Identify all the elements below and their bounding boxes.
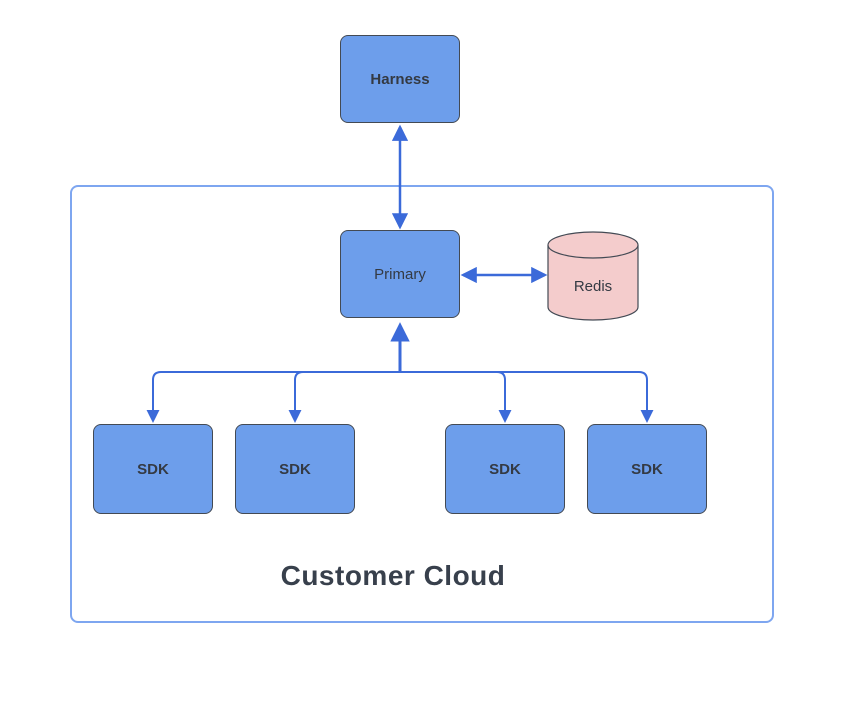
sdk-node-4: SDK (587, 424, 707, 514)
sdk-node-4-label: SDK (631, 460, 663, 478)
redis-cylinder-body (547, 245, 639, 321)
sdk-node-1-label: SDK (137, 460, 169, 478)
redis-node-label: Redis (574, 278, 612, 295)
primary-node: Primary (340, 230, 460, 318)
sdk-node-1: SDK (93, 424, 213, 514)
redis-node: Redis (547, 231, 639, 321)
primary-node-label: Primary (374, 265, 426, 283)
sdk-node-2: SDK (235, 424, 355, 514)
redis-cylinder-icon: Redis (547, 231, 639, 321)
customer-cloud-container (70, 185, 774, 623)
sdk-node-3: SDK (445, 424, 565, 514)
sdk-node-3-label: SDK (489, 460, 521, 478)
redis-cylinder-top (547, 231, 639, 259)
customer-cloud-label: Customer Cloud (280, 560, 506, 591)
harness-node-label: Harness (370, 70, 430, 88)
harness-node: Harness (340, 35, 460, 123)
sdk-node-2-label: SDK (279, 460, 311, 478)
